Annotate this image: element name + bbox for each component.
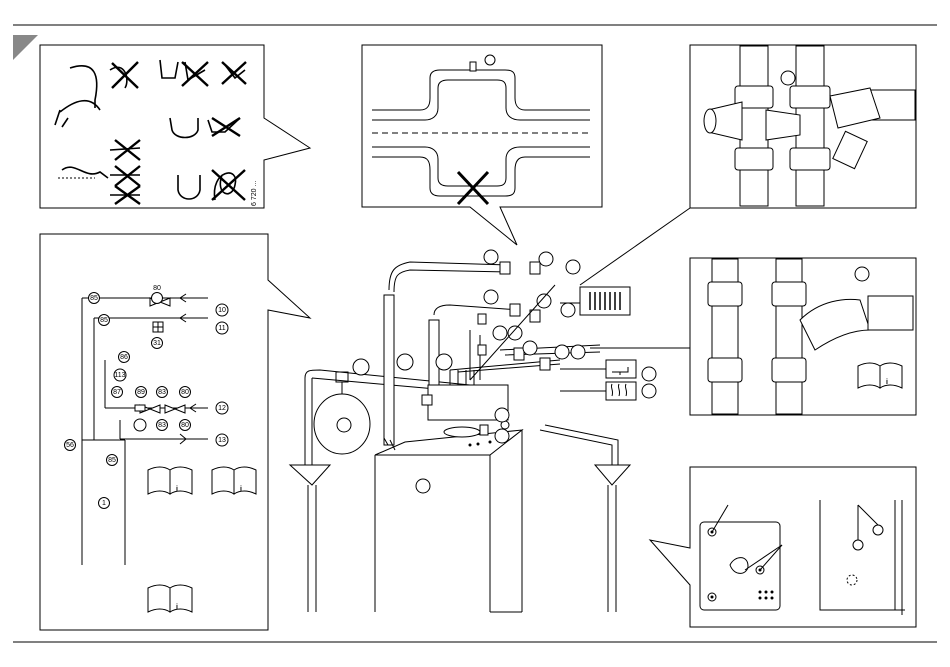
svg-text:13: 13 bbox=[218, 437, 226, 444]
schematic-label-18: 1 bbox=[99, 498, 110, 509]
schematic-label-2: 80 bbox=[152, 285, 163, 304]
svg-text:12: 12 bbox=[218, 405, 226, 412]
schematic-label-14: 80 bbox=[180, 420, 191, 431]
schematic-label-9: 89 bbox=[136, 387, 147, 398]
svg-text:56: 56 bbox=[66, 442, 74, 449]
schematic-label-3: 10 bbox=[216, 304, 228, 316]
svg-text:i: i bbox=[886, 379, 888, 386]
svg-text:31: 31 bbox=[153, 340, 161, 347]
pipe-crossing-panel bbox=[362, 45, 602, 245]
panel-tiny-print: 6 720 ... bbox=[251, 181, 258, 206]
schematic-label-15: 13 bbox=[216, 434, 228, 446]
schematic-label-8: 87 bbox=[112, 387, 123, 398]
schematic-label-11: 80 bbox=[180, 387, 191, 398]
svg-text:89: 89 bbox=[137, 389, 145, 396]
svg-text:80: 80 bbox=[181, 422, 189, 429]
svg-text:86: 86 bbox=[120, 354, 128, 361]
drain-funnel-right bbox=[595, 465, 630, 485]
svg-text:87: 87 bbox=[113, 389, 121, 396]
hot-water-tap-icon bbox=[606, 360, 636, 378]
svg-text:113: 113 bbox=[114, 372, 125, 379]
schematic-label-1: 85 bbox=[99, 315, 110, 326]
schematic-label-12: 12 bbox=[216, 402, 228, 414]
schematic-label-17: 85 bbox=[107, 455, 118, 466]
svg-text:10: 10 bbox=[218, 307, 226, 314]
corner-triangle-marker bbox=[13, 35, 38, 60]
svg-text:i: i bbox=[176, 486, 178, 493]
heating-icon bbox=[606, 382, 636, 400]
svg-text:11: 11 bbox=[218, 325, 225, 332]
hose-bending-panel: 6 720 ... bbox=[40, 45, 310, 208]
svg-text:i: i bbox=[176, 604, 178, 611]
svg-text:85: 85 bbox=[108, 457, 116, 464]
schematic-label-7: 113 bbox=[114, 369, 126, 381]
callout-circle bbox=[781, 71, 795, 85]
manual-book-icon: i bbox=[148, 467, 192, 494]
schematic-label-13: 83 bbox=[157, 420, 168, 431]
mounting-holes-panel bbox=[650, 467, 916, 627]
svg-text:83: 83 bbox=[158, 422, 166, 429]
callout-circle bbox=[485, 55, 495, 65]
schematic-label-10: 83 bbox=[157, 387, 168, 398]
drain-funnel-left bbox=[290, 465, 330, 485]
valve-cluster-panel bbox=[580, 45, 916, 285]
svg-text:i: i bbox=[240, 486, 242, 493]
air-vent-valve bbox=[470, 62, 476, 71]
schematic-label-4: 11 bbox=[216, 322, 228, 334]
schematic-label-0: 85 bbox=[89, 293, 100, 304]
schematic-label-16: 56 bbox=[65, 440, 76, 451]
svg-text:85: 85 bbox=[90, 295, 98, 302]
hydraulic-schematic-panel: 85 85 80 10 11 31 86 113 87 89 83 80 12 … bbox=[40, 234, 310, 630]
manual-book-icon: i bbox=[212, 467, 256, 494]
manual-book-icon: i bbox=[858, 363, 902, 388]
boiler-installation-drawing bbox=[290, 262, 636, 612]
svg-text:83: 83 bbox=[158, 389, 166, 396]
svg-text:80: 80 bbox=[153, 285, 161, 292]
pipe-fitting-panel: i bbox=[590, 258, 916, 415]
svg-text:80: 80 bbox=[181, 389, 189, 396]
schematic-label-6: 86 bbox=[119, 352, 130, 363]
svg-text:85: 85 bbox=[100, 317, 108, 324]
callout-circle bbox=[855, 267, 869, 281]
schematic-label-5: 31 bbox=[152, 338, 163, 349]
manual-book-icon: i bbox=[148, 585, 192, 612]
svg-text:1: 1 bbox=[102, 500, 106, 507]
